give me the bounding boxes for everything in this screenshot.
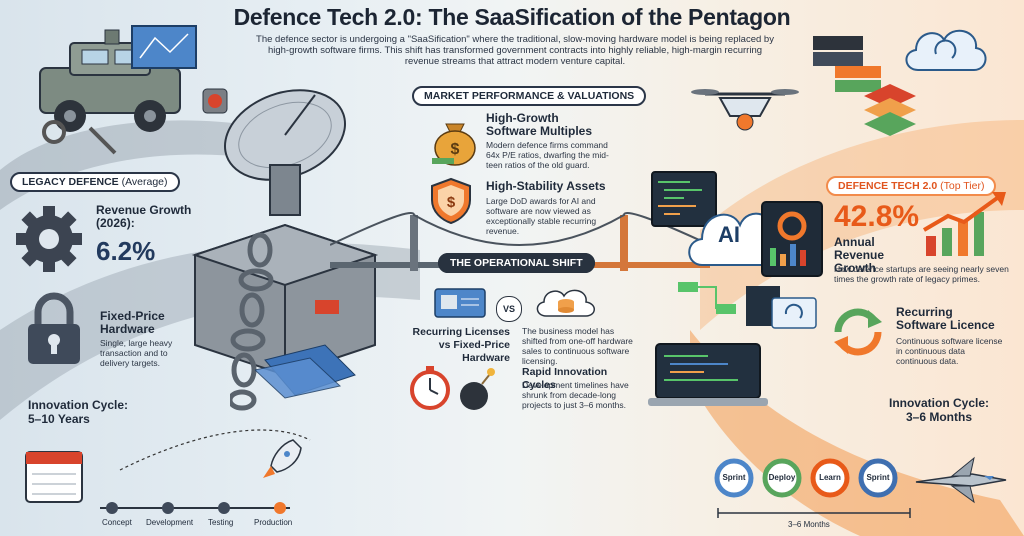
timeline-stage-development: Development <box>146 518 194 527</box>
cloud-sync-icon <box>905 29 987 71</box>
licenses-text: The business model has shifted from one-… <box>522 326 633 366</box>
sprint-cycle-track <box>714 458 898 498</box>
cycles-title: Rapid Innovation Cycles <box>522 366 608 391</box>
multiples-text: Modern defence firms command 64x P/E rat… <box>486 140 609 170</box>
legacy-badge-sub: (Average) <box>121 176 168 188</box>
tools-icon <box>42 120 117 155</box>
span-bracket <box>717 508 911 518</box>
legacy-growth-label: Revenue Growth (2026): <box>96 203 192 230</box>
market-badge-label: MARKET PERFORMANCE & VALUATIONS <box>412 86 647 106</box>
legacy-hardware-title: Fixed-Price Hardware <box>100 309 165 336</box>
blueprint-screen-icon <box>131 25 197 69</box>
laptop-code-icon <box>648 343 768 406</box>
stability-text: Large DoD awards for AI and software are… <box>486 196 597 236</box>
vs-badge: VS <box>496 296 522 322</box>
cycles-text: Development timelines have shrunk from d… <box>522 380 629 410</box>
legacy-badge: LEGACY DEFENCE (Average) <box>10 172 180 192</box>
page-subtitle: The defence sector is undergoing a "SaaS… <box>256 34 774 67</box>
sprint-step-2: Sprint <box>866 473 890 482</box>
fighter-jet-icon <box>915 456 1007 504</box>
calendar-icon <box>25 451 83 503</box>
shift-badge-label: THE OPERATIONAL SHIFT <box>438 253 595 273</box>
legacy-growth-value: 6.2% <box>96 236 156 266</box>
padlock-icon <box>28 292 80 364</box>
cloud-database-icon <box>536 289 595 317</box>
red-button-icon <box>202 88 228 114</box>
modern-badge-sub: (Top Tier) <box>940 180 985 192</box>
modern-licence-title: Recurring Software Licence <box>896 305 995 332</box>
refresh-card-icon <box>771 297 817 329</box>
modern-growth-text: How defence startups are seeing nearly s… <box>834 264 1009 284</box>
gear-icon <box>16 206 82 272</box>
sprint-step-learn: Learn <box>819 473 841 482</box>
server-stack-icon <box>813 36 881 92</box>
drone-icon <box>691 89 799 131</box>
modern-badge-main: DEFENCE TECH 2.0 <box>838 180 938 192</box>
sprint-step-1: Sprint <box>722 473 746 482</box>
modern-growth-value: 42.8% <box>834 200 920 233</box>
shift-badge: THE OPERATIONAL SHIFT <box>438 253 595 273</box>
dashboard-tablet-icon <box>761 201 823 277</box>
license-card-icon <box>434 288 486 318</box>
money-bag-icon: $ <box>432 123 476 166</box>
sprint-step-deploy: Deploy <box>768 473 796 482</box>
modern-licence-text: Continuous software license in continuou… <box>896 336 1003 366</box>
multiples-title: High-Growth Software Multiples <box>486 111 593 138</box>
rocket-icon <box>263 439 302 478</box>
modern-badge: DEFENCE TECH 2.0 (Top Tier) <box>826 176 997 196</box>
legacy-badge-main: LEGACY DEFENCE <box>22 176 119 188</box>
svg-text:$: $ <box>451 141 460 158</box>
page-title: Defence Tech 2.0: The SaaSification of t… <box>233 4 791 30</box>
ai-label: AI <box>718 222 740 247</box>
modern-growth-label: Annual Revenue Growth <box>834 235 885 275</box>
legacy-hardware-text: Single, large heavy transaction and to d… <box>100 338 173 368</box>
market-badge: MARKET PERFORMANCE & VALUATIONS <box>412 86 647 106</box>
recurring-arrows-icon <box>834 308 882 356</box>
timeline-stage-concept: Concept <box>102 518 132 527</box>
shield-dollar-icon: $ <box>431 177 471 225</box>
timeline-stage-testing: Testing <box>208 518 234 527</box>
layers-stack-icon <box>864 84 916 136</box>
blueprint-sheets-icon <box>255 344 356 399</box>
code-screen-icon <box>651 171 717 227</box>
legacy-timeline-track <box>100 502 290 514</box>
licenses-title: Recurring Licenses vs Fixed-Price Hardwa… <box>412 326 510 364</box>
svg-text:$: $ <box>447 194 456 211</box>
timeline-stage-production: Production <box>254 518 293 527</box>
modern-cycle: Innovation Cycle: 3–6 Months <box>888 396 989 424</box>
span-label: 3–6 Months <box>788 520 830 529</box>
stability-title: High-Stability Assets <box>486 179 606 193</box>
growth-bars-icon <box>922 192 1006 256</box>
legacy-cycle: Innovation Cycle: 5–10 Years <box>28 398 129 426</box>
stopwatch-bomb-icon <box>410 366 495 410</box>
chain-icon <box>230 232 274 411</box>
